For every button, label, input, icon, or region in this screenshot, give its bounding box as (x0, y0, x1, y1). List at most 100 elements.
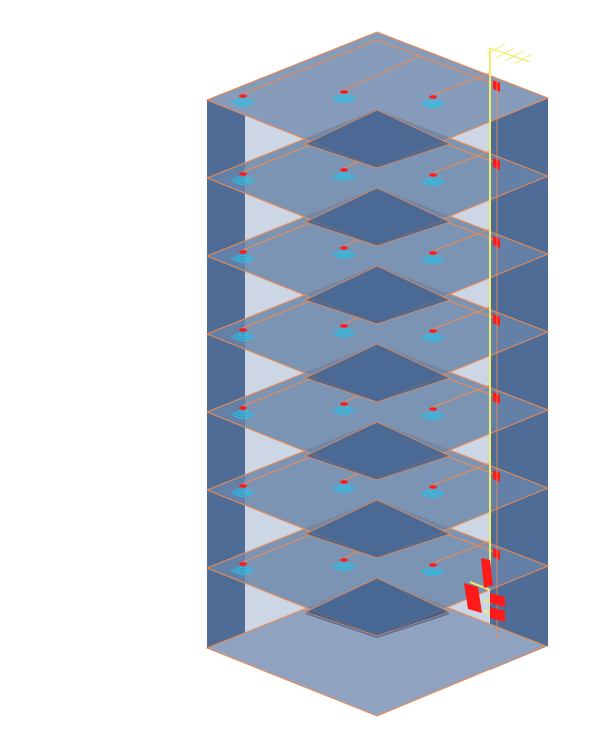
antenna-body (239, 406, 247, 410)
ceiling-antenna-icon (331, 402, 357, 415)
floor-core (304, 187, 451, 247)
ceiling-antenna-icon (331, 480, 357, 493)
signal-wave (334, 330, 354, 335)
signal-wave (237, 409, 249, 413)
signal-wave (425, 333, 441, 338)
signal-wave (230, 179, 256, 185)
feeder-cable (432, 72, 491, 96)
signal-wave (334, 564, 354, 569)
signal-wave (336, 94, 352, 99)
antenna-body (239, 172, 247, 176)
splitter-icon (493, 548, 500, 560)
ceiling-antenna-icon (230, 94, 256, 107)
signal-wave (338, 561, 350, 565)
ceiling-antenna-icon (420, 95, 446, 108)
ceiling-antenna-icon (331, 324, 357, 337)
signal-wave (237, 253, 249, 257)
signal-wave (336, 328, 352, 333)
ceiling-antenna-icon (331, 246, 357, 259)
signal-wave (334, 252, 354, 257)
signal-wave (423, 179, 443, 184)
signal-wave (423, 413, 443, 418)
signal-wave (338, 249, 350, 253)
floor-core (304, 421, 451, 481)
signal-wave (425, 99, 441, 104)
floor-3 (205, 343, 550, 481)
signal-wave (420, 258, 446, 264)
signal-wave (237, 565, 249, 569)
feeder-cable (432, 150, 491, 174)
floor-core (304, 343, 451, 403)
signal-wave (233, 334, 253, 339)
splitter-icon (493, 470, 500, 482)
antenna-body (429, 407, 437, 411)
signal-wave (334, 174, 354, 179)
antenna-body (239, 94, 247, 98)
antenna-body (340, 402, 348, 406)
signal-wave (423, 101, 443, 106)
ceiling-antenna-icon (230, 328, 256, 341)
signal-wave (230, 257, 256, 263)
signal-wave (230, 569, 256, 575)
antenna-body (239, 484, 247, 488)
signal-wave (420, 570, 446, 576)
antenna-body (239, 562, 247, 566)
signal-wave (427, 332, 439, 336)
signal-wave (237, 331, 249, 335)
left-column (207, 100, 245, 663)
signal-wave (427, 488, 439, 492)
signal-wave (423, 335, 443, 340)
feeder-cable (432, 306, 491, 330)
signal-wave (425, 489, 441, 494)
signal-wave (233, 256, 253, 261)
ceiling-antenna-icon (331, 558, 357, 571)
antenna-body (340, 246, 348, 250)
antenna-body (429, 563, 437, 567)
yagi-element (495, 47, 515, 59)
signal-wave (235, 176, 251, 181)
signal-wave (334, 96, 354, 101)
ceiling-antenna-icon (230, 406, 256, 419)
feeder-cable (242, 39, 498, 95)
antenna-body (239, 250, 247, 254)
feeder-cable (343, 55, 421, 91)
antenna-body (239, 328, 247, 332)
signal-wave (423, 491, 443, 496)
antenna-body (429, 95, 437, 99)
signal-wave (427, 410, 439, 414)
signal-wave (331, 487, 357, 493)
antenna-body (429, 329, 437, 333)
signal-wave (427, 254, 439, 258)
signal-wave (423, 569, 443, 574)
ceiling-antenna-icon (230, 172, 256, 185)
signal-wave (336, 562, 352, 567)
signal-wave (338, 93, 350, 97)
signal-wave (420, 336, 446, 342)
combiner-unit (490, 593, 505, 607)
signal-wave (420, 492, 446, 498)
antenna-body (429, 251, 437, 255)
signal-wave (331, 331, 357, 337)
base-station-icon (464, 558, 505, 622)
floor-core (304, 499, 451, 559)
antenna-body (429, 485, 437, 489)
signal-wave (331, 409, 357, 415)
yagi-antenna-icon (486, 43, 533, 65)
ceiling-antenna-icon (420, 329, 446, 342)
signal-wave (235, 410, 251, 415)
signal-wave (338, 171, 350, 175)
ceiling-antenna-icon (331, 168, 357, 181)
signal-wave (331, 97, 357, 103)
signal-wave (331, 175, 357, 181)
signal-wave (334, 486, 354, 491)
signal-wave (230, 101, 256, 107)
signal-wave (336, 250, 352, 255)
signal-wave (230, 491, 256, 497)
splitter-icon (493, 158, 500, 170)
ceiling-antenna-icon (331, 90, 357, 103)
signal-wave (427, 176, 439, 180)
signal-wave (420, 102, 446, 108)
signal-wave (420, 414, 446, 420)
signal-wave (237, 97, 249, 101)
feeder-cable (432, 228, 491, 252)
